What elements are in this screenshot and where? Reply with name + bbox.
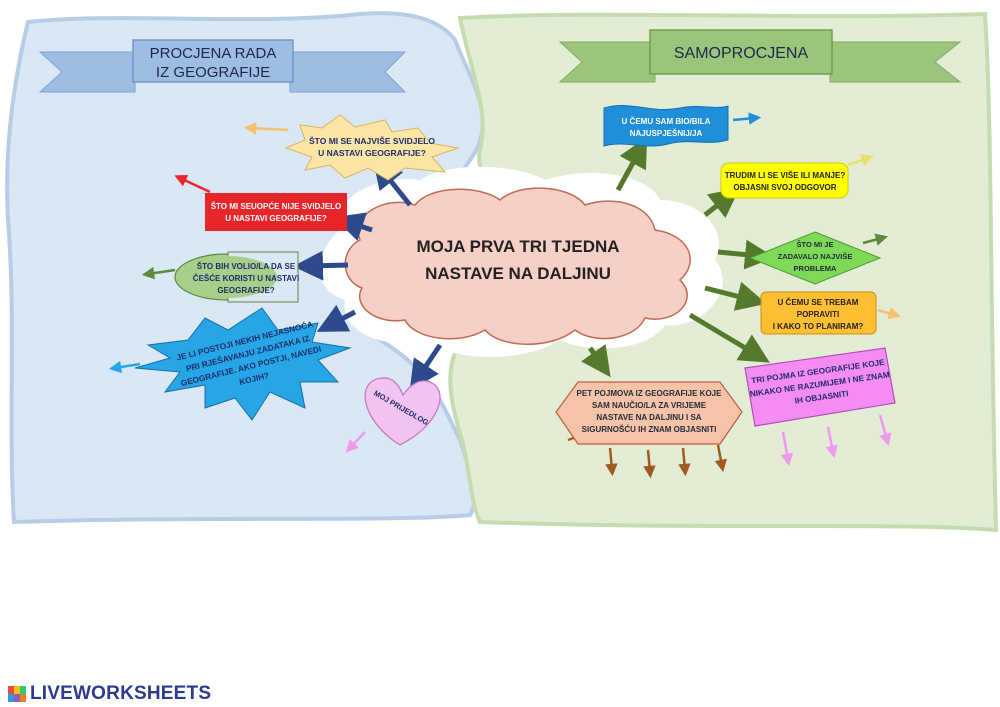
left-banner-line2: IZ GEOGRAFIJE xyxy=(156,64,270,81)
improve-line1: U ČEMU SE TREBAM xyxy=(778,298,859,307)
node-five-terms: PET POJMOVA IZ GEOGRAFIJE KOJE SAM NAUČI… xyxy=(555,381,743,445)
liveworksheets-brand: LIVEWORKSHEETS xyxy=(8,683,212,704)
node-disliked: ŠTO MI SEUOPĆE NIJE SVIDJELO U NASTAVI G… xyxy=(205,193,347,231)
brand-wordmark: LIVEWORKSHEETS xyxy=(30,683,212,704)
use-more-line2: ČEŠĆE KORISTI U NASTAVI xyxy=(193,274,299,283)
node-improve: U ČEMU SE TREBAM POPRAVITI I KAKO TO PLA… xyxy=(760,291,877,335)
most-successful-line2: NAJUSPJEŠNIJ/JA xyxy=(630,129,703,138)
five-terms-line3: NASTAVE NA DALJINU I SA xyxy=(596,413,701,422)
liked-most-line1: ŠTO MI SE NAJVIŠE SVIDJELO xyxy=(309,135,435,146)
problems-line1: ŠTO MI JE xyxy=(797,240,834,249)
node-most-successful: U ČEMU SAM BIO/BILA NAJUSPJEŠNIJ/JA xyxy=(603,105,729,147)
effort-line1: TRUDIM LI SE VIŠE ILI MANJE? xyxy=(725,171,846,180)
node-liked-most: ŠTO MI SE NAJVIŠE SVIDJELO U NASTAVI GEO… xyxy=(284,114,460,181)
center-title-line1: MOJA PRVA TRI TJEDNA xyxy=(416,237,619,256)
node-problems: ŠTO MI JE ZADAVALO NAJVIŠE PROBLEMA xyxy=(748,231,882,285)
problems-line3: PROBLEMA xyxy=(794,264,838,273)
right-banner: SAMOPROCJENA xyxy=(558,29,962,83)
left-banner: PROCJENA RADA IZ GEOGRAFIJE xyxy=(38,39,407,93)
right-banner-label: SAMOPROCJENA xyxy=(674,45,809,62)
problems-line2: ZADAVALO NAJVIŠE xyxy=(778,252,853,261)
use-more-line1: ŠTO BIH VOLIO/LA DA SE xyxy=(197,262,296,271)
node-suggestion: MOJ PRIJEDLOG xyxy=(364,377,441,446)
five-terms-line2: SAM NAUČIO/LA ZA VRIJEME xyxy=(592,401,707,410)
most-successful-line1: U ČEMU SAM BIO/BILA xyxy=(622,117,711,126)
use-more-line3: GEOGRAFIJE? xyxy=(217,286,274,295)
node-effort: TRUDIM LI SE VIŠE ILI MANJE? OBJASNI SVO… xyxy=(720,162,849,199)
node-three-terms: TRI POJMA IZ GEOGRAFIJE KOJE NIKAKO NE R… xyxy=(744,347,896,427)
node-unclear: JE LI POSTOJI NEKIH NEJASNOĆA PRI RJEŠAV… xyxy=(134,307,352,421)
disliked-line1: ŠTO MI SEUOPĆE NIJE SVIDJELO xyxy=(211,202,342,211)
five-terms-line4: SIGURNOŠĆU IH ZNAM OBJASNITI xyxy=(582,425,717,434)
effort-line2: OBJASNI SVOJ ODGOVOR xyxy=(733,183,836,192)
center-cloud: MOJA PRVA TRI TJEDNA NASTAVE NA DALJINU xyxy=(344,187,691,345)
liveworksheets-logo-icon xyxy=(8,686,26,702)
liked-most-line2: U NASTAVI GEOGRAFIJE? xyxy=(318,148,426,158)
disliked-line2: U NASTAVI GEOGRAFIJE? xyxy=(225,214,327,223)
left-banner-line1: PROCJENA RADA xyxy=(150,45,277,62)
improve-line3: I KAKO TO PLANIRAM? xyxy=(773,322,864,331)
improve-line2: POPRAVITI xyxy=(797,310,840,319)
node-use-more: ŠTO BIH VOLIO/LA DA SE ČEŠĆE KORISTI U N… xyxy=(174,251,299,303)
center-title-line2: NASTAVE NA DALJINU xyxy=(425,264,611,283)
five-terms-line1: PET POJMOVA IZ GEOGRAFIJE KOJE xyxy=(577,389,723,398)
